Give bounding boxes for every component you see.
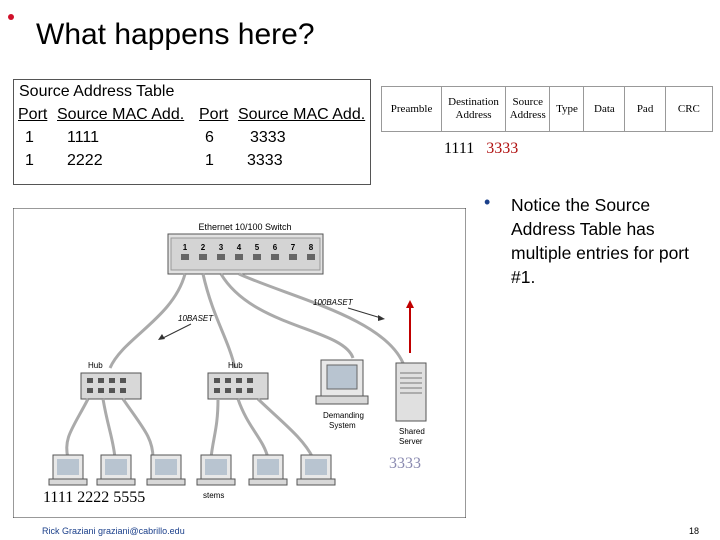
switch-port-leds <box>181 254 315 260</box>
hosts-address-label: 1111 2222 5555 <box>43 489 146 506</box>
network-cables <box>108 272 405 369</box>
sat-row2-port2: 1 <box>205 152 214 169</box>
corner-dot <box>8 14 14 20</box>
server-address: 3333 <box>389 455 421 472</box>
hub-left-label: Hub <box>88 361 103 370</box>
frame-field-type: Type <box>549 86 585 132</box>
source-address-table <box>13 79 371 185</box>
port-5: 5 <box>255 243 260 252</box>
ethernet-switch <box>167 233 324 275</box>
systems-fragment-label: stems <box>203 491 224 500</box>
demanding-label: Demanding <box>323 411 364 420</box>
port-1: 1 <box>183 243 188 252</box>
hub-left <box>80 372 142 400</box>
sat-col-port2: Port <box>199 106 229 123</box>
frame-src-value: 3333 <box>486 140 519 157</box>
sat-row1-mac2: 3333 <box>250 129 286 146</box>
sat-row2-mac: 2222 <box>67 152 103 169</box>
note-text: Notice the Source Address Table has mult… <box>511 195 689 287</box>
pc-row <box>48 454 336 486</box>
server-label-2: Server <box>399 437 423 446</box>
sat-row1-mac: 1111 <box>67 129 100 146</box>
port-6: 6 <box>273 243 278 252</box>
frame-values: 1111 3333 <box>444 140 518 158</box>
sat-col-mac2: Source MAC Add. <box>238 106 366 123</box>
switch-label: Ethernet 10/100 Switch <box>198 222 291 232</box>
footer-author: Rick Graziani graziani@cabrillo.edu <box>42 526 185 536</box>
shared-server <box>395 362 427 422</box>
frame-field-destination: Destination Address <box>441 86 506 132</box>
port-7: 7 <box>291 243 296 252</box>
hub-right-label: Hub <box>228 361 243 370</box>
frame-dest-value: 1111 <box>444 140 475 157</box>
frame-field-source: Source Address <box>504 86 551 132</box>
port-4: 4 <box>237 243 242 252</box>
network-diagram: Ethernet 10/100 Switch 1 2 3 4 5 6 7 8 1… <box>13 208 466 518</box>
port-3: 3 <box>219 243 224 252</box>
link-label-100baset: 100BASET <box>313 298 354 307</box>
server-label: Shared <box>399 427 425 436</box>
frame-field-data: Data <box>583 86 626 132</box>
slide-title: What happens here? <box>36 18 315 51</box>
arrow-100baset <box>347 307 382 319</box>
sat-col-port: Port <box>18 106 48 123</box>
sat-col-mac: Source MAC Add. <box>57 106 185 123</box>
frame-field-pad: Pad <box>624 86 666 132</box>
pc-4 <box>196 454 236 486</box>
arrow-10baset <box>162 323 192 339</box>
pc-2222 <box>96 454 136 486</box>
sat-row1-port2: 6 <box>205 129 214 146</box>
sat-row2-port: 1 <box>25 152 34 169</box>
frame-field-crc: CRC <box>664 86 714 132</box>
sat-row2-mac2: 3333 <box>247 152 283 169</box>
page-number: 18 <box>689 526 700 536</box>
demanding-label-2: System <box>329 421 356 430</box>
sat-title: Source Address Table <box>19 83 175 100</box>
demanding-system-computer <box>315 359 369 405</box>
pc-6 <box>296 454 336 486</box>
port-8: 8 <box>309 243 314 252</box>
pc-1111 <box>48 454 88 486</box>
pc-5555 <box>146 454 186 486</box>
port-2: 2 <box>201 243 206 252</box>
hub-cables <box>65 397 315 459</box>
bullet-icon: • <box>484 192 491 212</box>
ethernet-frame-table: Preamble Destination Address Source Addr… <box>380 86 714 132</box>
link-label-10baset: 10BASET <box>178 314 214 323</box>
hub-right <box>207 372 269 400</box>
frame-field-preamble: Preamble <box>380 86 443 132</box>
pc-5 <box>248 454 288 486</box>
sat-row1-port: 1 <box>25 129 34 146</box>
